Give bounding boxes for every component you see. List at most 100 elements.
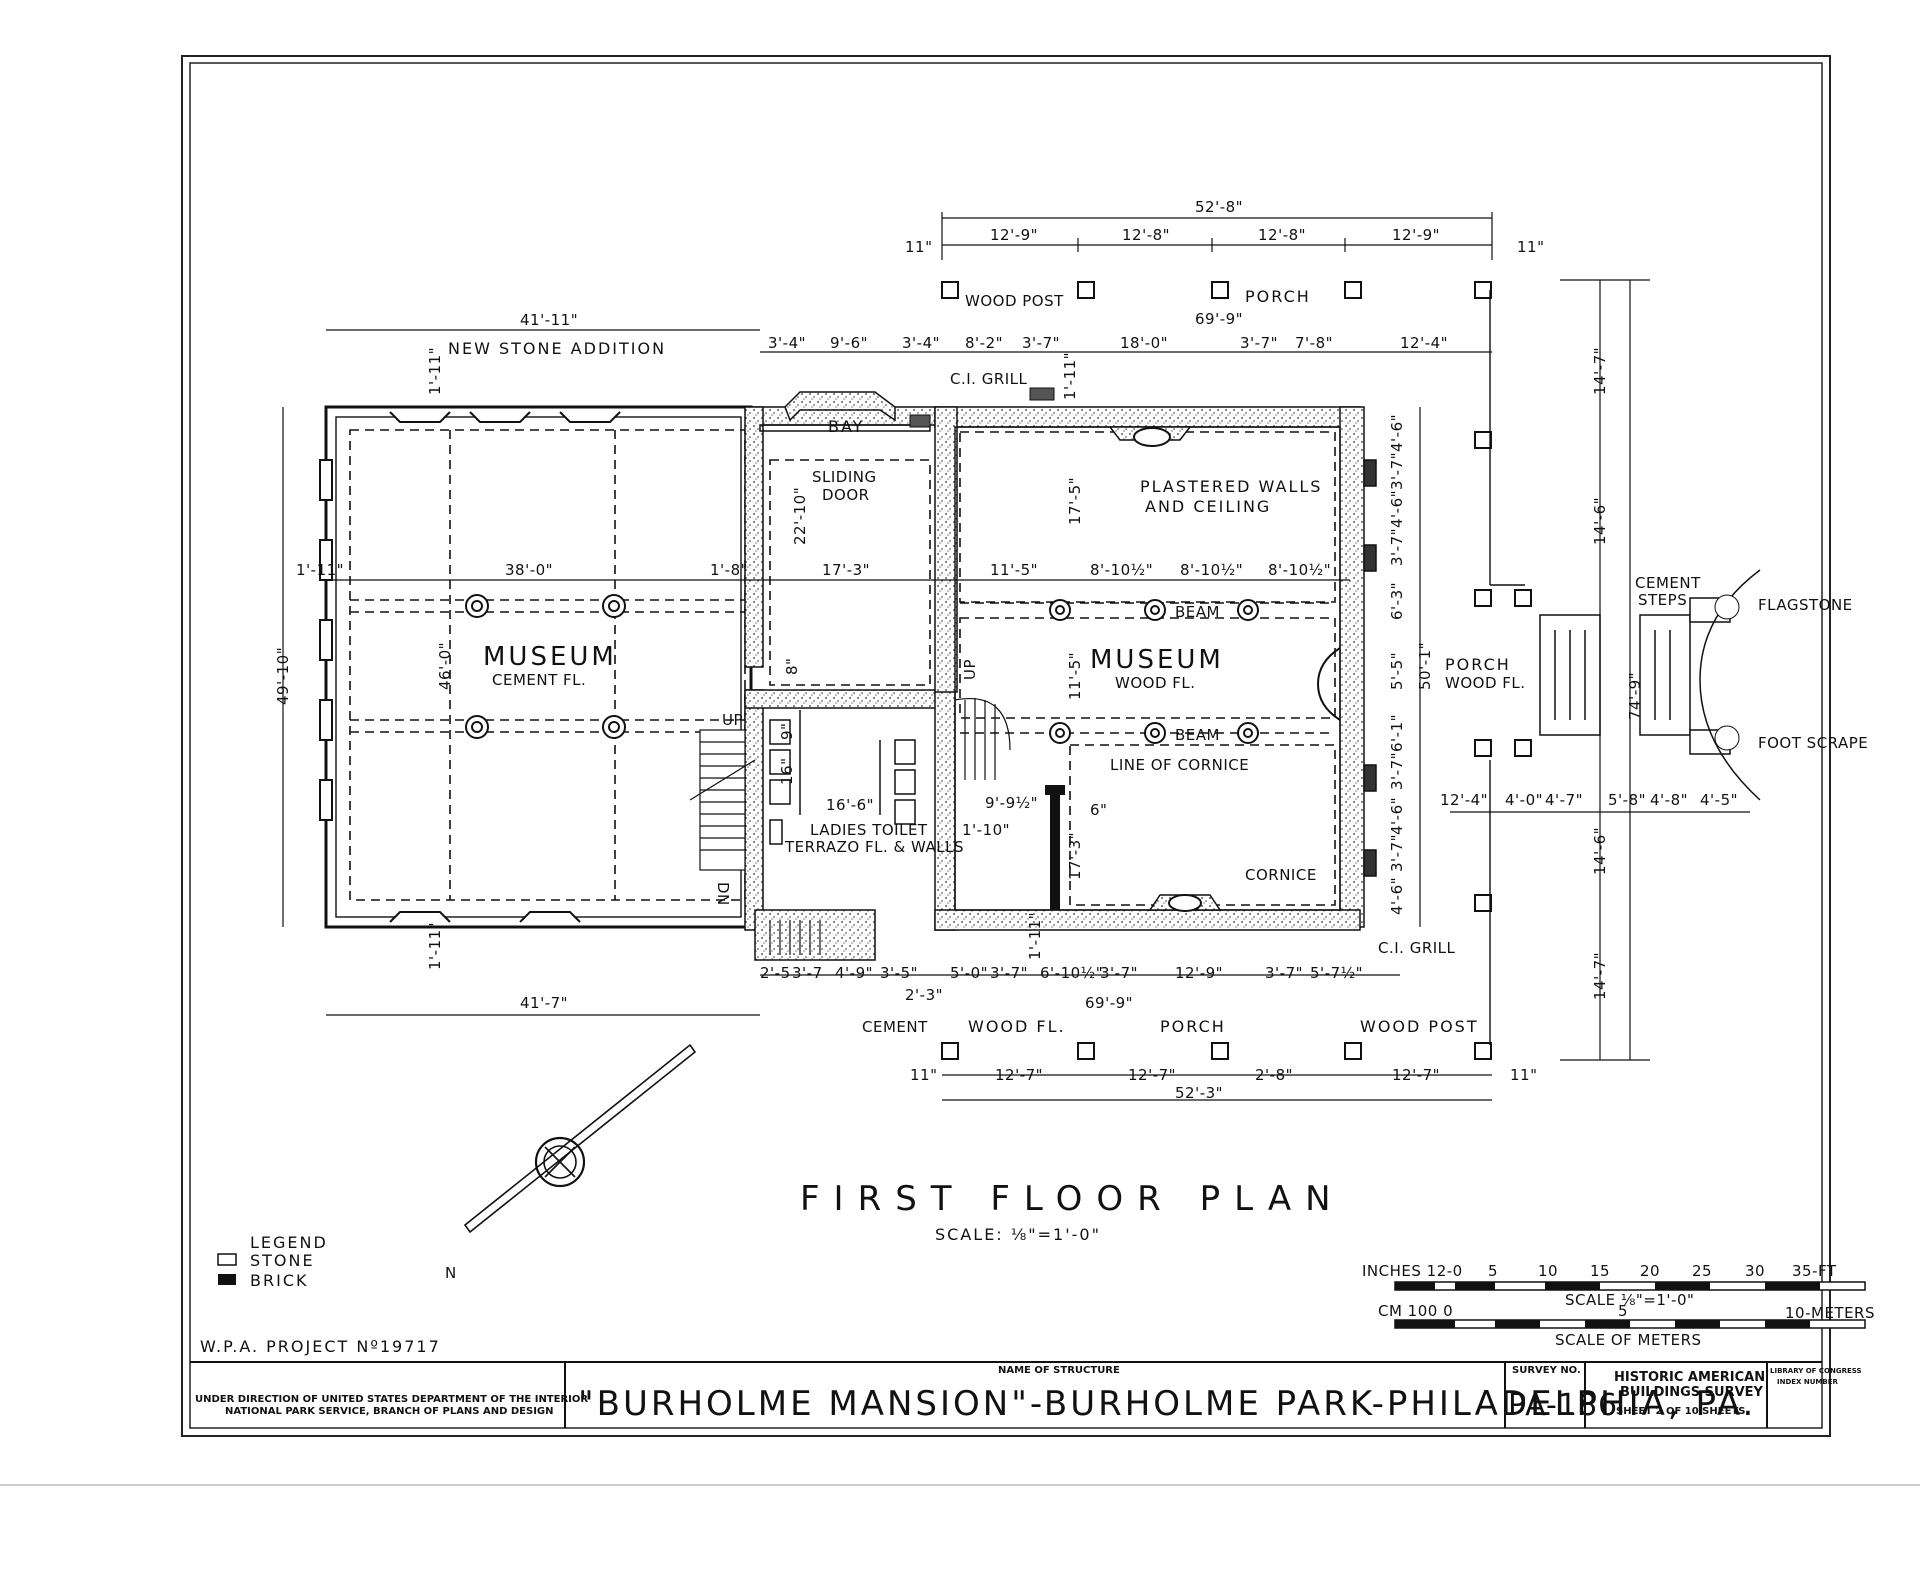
label-cornice: CORNICE <box>1245 866 1317 884</box>
legend-stone: STONE <box>250 1251 315 1270</box>
dim-bottom-3: 4'-9" <box>835 964 873 982</box>
dim-wall-4: 3'-7" <box>1388 528 1406 566</box>
dim-1-11-top-left: 1'-11" <box>426 347 444 395</box>
dim-69-9-bottom: 69'-9" <box>1085 994 1133 1012</box>
dim-top-left-11: 11" <box>905 238 933 256</box>
tb-loc-2: INDEX NUMBER <box>1777 1378 1839 1386</box>
dim-11-5-vert: 11'-5" <box>1066 652 1084 700</box>
dim-side-5: 4'-8" <box>1650 791 1688 809</box>
dim-side-6: 4'-5" <box>1700 791 1738 809</box>
dim-bottom-5: 5'-0" <box>950 964 988 982</box>
dim-6in: 6" <box>1090 801 1107 819</box>
label-foot-scrape: FOOT SCRAPE <box>1758 734 1868 752</box>
label-porch-bottom: PORCH <box>1160 1017 1226 1036</box>
dim-top-overall: 52'-8" <box>1195 198 1243 216</box>
dim-side-3: 4'-7" <box>1545 791 1583 809</box>
north-arrow <box>463 1043 697 1234</box>
label-wood-post-top: WOOD POST <box>965 292 1064 310</box>
dim-row2-3: 3'-4" <box>902 334 940 352</box>
dim-16in: 16" <box>778 758 796 786</box>
tb-habs-1: HISTORIC AMERICAN <box>1614 1370 1765 1385</box>
dim-bottom-overall: 52'-3" <box>1175 1084 1223 1102</box>
dim-17-3-b: 17'-3" <box>1066 832 1084 880</box>
scale-tick-35: 35-FT <box>1792 1262 1837 1280</box>
tb-survey-label: SURVEY NO. <box>1512 1365 1581 1376</box>
dim-50-1: 50'-1" <box>1416 642 1434 690</box>
dim-bottom-bay-3: 2'-8" <box>1255 1066 1293 1084</box>
east-double-door <box>1317 647 1341 721</box>
dim-mid-17-3: 17'-3" <box>822 561 870 579</box>
dim-mid-38-0: 38'-0" <box>505 561 553 579</box>
label-dn: DN <box>714 882 732 906</box>
dim-wall-8: 3'-7" <box>1388 752 1406 790</box>
tb-direction-2: NATIONAL PARK SERVICE, BRANCH OF PLANS A… <box>225 1406 554 1417</box>
dim-bottom-right-11: 11" <box>1510 1066 1538 1084</box>
wpa-project: W.P.A. PROJECT Nº19717 <box>200 1337 441 1356</box>
dim-bottom-bay-2: 12'-7" <box>1128 1066 1176 1084</box>
dim-bottom-1: 2'-5 <box>760 964 791 982</box>
label-flagstone: FLAGSTONE <box>1758 596 1853 614</box>
label-ladies-toilet: LADIES TOILET <box>810 821 928 839</box>
dim-mid-8-10-b: 8'-10½" <box>1180 561 1243 579</box>
dim-69-9-top: 69'-9" <box>1195 310 1243 328</box>
dim-addition-41-7: 41'-7" <box>520 994 568 1012</box>
label-wood-post-bottom: WOOD POST <box>1360 1017 1479 1036</box>
label-line-of-cornice: LINE OF CORNICE <box>1110 756 1249 774</box>
scale-cm-label: CM 100 0 <box>1378 1302 1453 1320</box>
label-sliding-door-2: DOOR <box>822 486 870 504</box>
tb-structure-name: "BURHOLME MANSION"-BURHOLME PARK-PHILADE… <box>578 1384 1756 1424</box>
legend-brick: BRICK <box>250 1271 308 1290</box>
legend-brick-swatch <box>218 1274 236 1285</box>
scale-tick-30: 30 <box>1745 1262 1765 1280</box>
dim-1-11-bottom-left: 1'-11" <box>426 922 444 970</box>
dim-side-2: 4'-0" <box>1505 791 1543 809</box>
dim-1-11-top-mid: 1'-11" <box>1061 352 1079 400</box>
dim-bottom-2: 3'-7 <box>792 964 823 982</box>
dim-bottom-bay-1: 12'-7" <box>995 1066 1043 1084</box>
label-ci-grill-top: C.I. GRILL <box>950 370 1028 388</box>
dim-top-bay-2: 12'-8" <box>1122 226 1170 244</box>
addition-top-piers <box>389 411 621 923</box>
museum-east-columns <box>1049 599 1259 744</box>
tb-survey-number: PA-186 <box>1508 1388 1618 1423</box>
addition-west-piers <box>319 459 333 821</box>
dim-46-0: 46'-0" <box>436 642 454 690</box>
dim-top-right-11: 11" <box>1517 238 1545 256</box>
dim-right-14-6-bottom: 14'-6" <box>1591 827 1609 875</box>
service-wall <box>744 689 946 709</box>
dim-wall-6: 5'-5" <box>1388 652 1406 690</box>
dim-wall-7: 6'-1" <box>1388 714 1406 752</box>
dim-16-6: 16'-6" <box>826 796 874 814</box>
label-beam-2: BEAM <box>1175 726 1220 744</box>
dim-top-bay-4: 12'-9" <box>1392 226 1440 244</box>
tb-loc-1: LIBRARY OF CONGRESS <box>1770 1367 1862 1375</box>
dim-74-9: 74'-9" <box>1626 672 1644 720</box>
label-cement-steps-2: STEPS <box>1638 591 1687 609</box>
dim-9-9: 9'-9½" <box>985 794 1038 812</box>
label-sliding-door-1: SLIDING <box>812 468 877 486</box>
sheet-inner-border <box>189 62 1823 1429</box>
label-porch-east-floor: WOOD FL. <box>1445 674 1526 692</box>
dim-row2-7: 3'-7" <box>1240 334 1278 352</box>
dim-row2-5: 3'-7" <box>1022 334 1060 352</box>
room-museum-east: MUSEUM <box>1090 645 1224 675</box>
east-wall-windows <box>1363 459 1377 877</box>
dim-top-bay-3: 12'-8" <box>1258 226 1306 244</box>
sheet-outer-border <box>181 55 1831 1437</box>
north-label: N <box>445 1264 457 1282</box>
scale-meters-caption: SCALE OF METERS <box>1555 1331 1702 1349</box>
dim-wall-3: 4'-6" <box>1388 490 1406 528</box>
dim-right-14-7-bottom: 14'-7" <box>1591 952 1609 1000</box>
legend-stone-swatch <box>217 1253 237 1266</box>
dim-17-5: 17'-5" <box>1066 477 1084 525</box>
label-wood-fl-bottom: WOOD FL. <box>968 1017 1066 1036</box>
dim-mid-8-10-a: 8'-10½" <box>1090 561 1153 579</box>
dim-wall-5: 6'-3" <box>1388 582 1406 620</box>
dim-bottom-6: 3'-7" <box>990 964 1028 982</box>
label-cement-steps-1: CEMENT <box>1635 574 1701 592</box>
dim-mid-8-10-c: 8'-10½" <box>1268 561 1331 579</box>
scale-tick-10: 10 <box>1538 1262 1558 1280</box>
label-porch-east: PORCH <box>1445 655 1511 674</box>
dim-row2-4: 8'-2" <box>965 334 1003 352</box>
